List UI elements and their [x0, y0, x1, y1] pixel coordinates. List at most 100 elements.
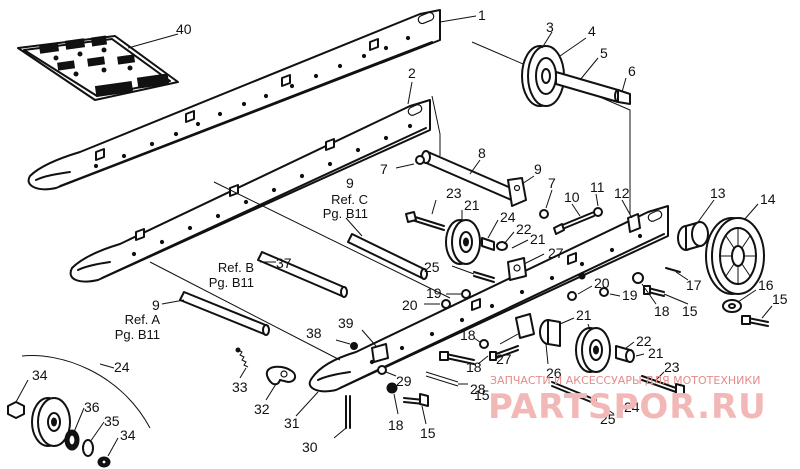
callout-37: 37: [276, 255, 292, 271]
watermark-tagline: ЗАПЧАСТИ И АКСЕССУАРЫ ДЛЯ МОТОТЕХНИКИ: [490, 374, 760, 387]
callout-21a: 21: [464, 197, 480, 213]
part-18-bolt-lower-mid: [439, 351, 475, 365]
part-27-block-lower: [515, 313, 535, 339]
part-bolt-lower-vertical: [489, 345, 519, 361]
part-30-pin: [345, 395, 351, 429]
part-9-bracket: [507, 177, 527, 207]
callout-7a: 7: [380, 161, 388, 177]
part-27-block-upper: [507, 257, 527, 281]
callout-24b: 24: [624, 399, 640, 415]
callout-16: 16: [758, 277, 774, 293]
callout-34a: 34: [32, 367, 48, 383]
part-22-spacer-lower: [615, 345, 635, 363]
part-5-6-axle: [555, 71, 631, 105]
part-34-nut-left: [7, 401, 25, 419]
part-33-spring-pin: [235, 347, 249, 368]
callout-15a: 15: [682, 303, 698, 319]
callout-39: 39: [338, 315, 354, 331]
part-21-wheel-lower: [575, 327, 611, 373]
part-39-bracket: [371, 343, 389, 363]
callout-38: 38: [306, 325, 322, 341]
part-23-bolt-upper: [405, 211, 445, 231]
callout-17: 17: [686, 277, 702, 293]
callout-33: 33: [232, 379, 248, 395]
callout-20a: 20: [402, 297, 418, 313]
callout-40: 40: [176, 21, 192, 37]
callout-3: 3: [546, 19, 554, 35]
callout-34b: 34: [120, 427, 136, 443]
callout-27b: 27: [496, 351, 512, 367]
tube-ref-c: [347, 233, 428, 280]
callout-21c: 21: [576, 307, 592, 323]
callout-19b: 19: [622, 287, 638, 303]
callout-23b: 23: [664, 359, 680, 375]
callout-1: 1: [478, 7, 486, 23]
part-15-bolt-lower: [403, 393, 429, 407]
watermark-brand: PARTSPOR.RU: [488, 387, 767, 427]
callout-21d: 21: [648, 345, 664, 361]
ref-b-title: Ref. B: [218, 260, 254, 275]
ref-b-page: Pg. B11: [209, 275, 254, 290]
tube-ref-b-part-37: [257, 251, 348, 298]
callout-22b: 22: [636, 333, 652, 349]
part-12-clip: [627, 213, 641, 233]
callout-31: 31: [284, 415, 300, 431]
callout-32: 32: [254, 401, 270, 417]
part-10-bolt: [553, 211, 595, 235]
part-34-nut-right: [97, 456, 111, 468]
callout-5: 5: [600, 45, 608, 61]
callout-6: 6: [628, 63, 636, 79]
callout-25b: 25: [600, 411, 616, 427]
callout-35: 35: [104, 413, 120, 429]
part-24-bogie-wheel: [31, 397, 71, 447]
callout-24c: 24: [114, 359, 130, 375]
callout-10: 10: [564, 189, 580, 205]
callout-11: 11: [590, 179, 605, 195]
part-32-clip: [265, 365, 296, 386]
callout-19c: 18: [460, 327, 476, 343]
callout-2: 2: [408, 65, 416, 81]
callout-12: 12: [614, 185, 630, 201]
part-26-spacer: [539, 319, 561, 347]
ref-c-title: Ref. C: [331, 192, 368, 207]
part-31-bottom-rail: [308, 205, 669, 393]
part-28-bolt: [425, 371, 459, 387]
part-15-bolt-mid: [643, 285, 665, 297]
callout-14: 14: [760, 191, 776, 207]
callout-18c: 18: [466, 359, 482, 375]
callout-13: 13: [710, 185, 726, 201]
part-40-plate: [17, 35, 179, 101]
callout-21b: 21: [530, 231, 546, 247]
part-36-bearing: [64, 429, 80, 451]
reference-labels: Ref. C Pg. B11 Ref. B Pg. B11 Ref. A Pg.…: [115, 192, 368, 342]
callout-30: 30: [302, 439, 318, 455]
callout-7b: 7: [548, 175, 556, 191]
ref-a-title: Ref. A: [125, 312, 161, 327]
part-8-shaft: [415, 150, 521, 203]
callout-9b: 9: [346, 175, 354, 191]
tube-ref-a: [179, 291, 270, 336]
part-13-spacer: [677, 221, 709, 251]
part-25-bolt-lower: [551, 381, 597, 405]
callout-20b: 20: [594, 275, 610, 291]
callout-27a: 27: [548, 245, 564, 261]
callout-19a: 19: [426, 285, 442, 301]
callout-22a: 22: [516, 221, 532, 237]
part-25-bolt-upper: [473, 271, 495, 283]
callout-24a: 24: [500, 209, 516, 225]
part-14-rear-wheel: [705, 217, 765, 295]
callout-9c: 9: [152, 297, 160, 313]
callout-36: 36: [84, 399, 100, 415]
callout-18a: 18: [654, 303, 670, 319]
watermark: ЗАПЧАСТИ И АКСЕССУАРЫ ДЛЯ МОТОТЕХНИКИ PA…: [488, 374, 767, 427]
part-21-wheel-center: [445, 219, 481, 265]
callout-15d: 15: [474, 387, 490, 403]
part-2-lower-rail: [69, 99, 431, 283]
callout-9a: 9: [534, 161, 542, 177]
callout-25a: 25: [424, 259, 440, 275]
callout-4: 4: [588, 23, 596, 39]
ref-a-page: Pg. B11: [115, 327, 160, 342]
callout-15c: 15: [420, 425, 436, 441]
callout-28: 28: [470, 381, 486, 397]
